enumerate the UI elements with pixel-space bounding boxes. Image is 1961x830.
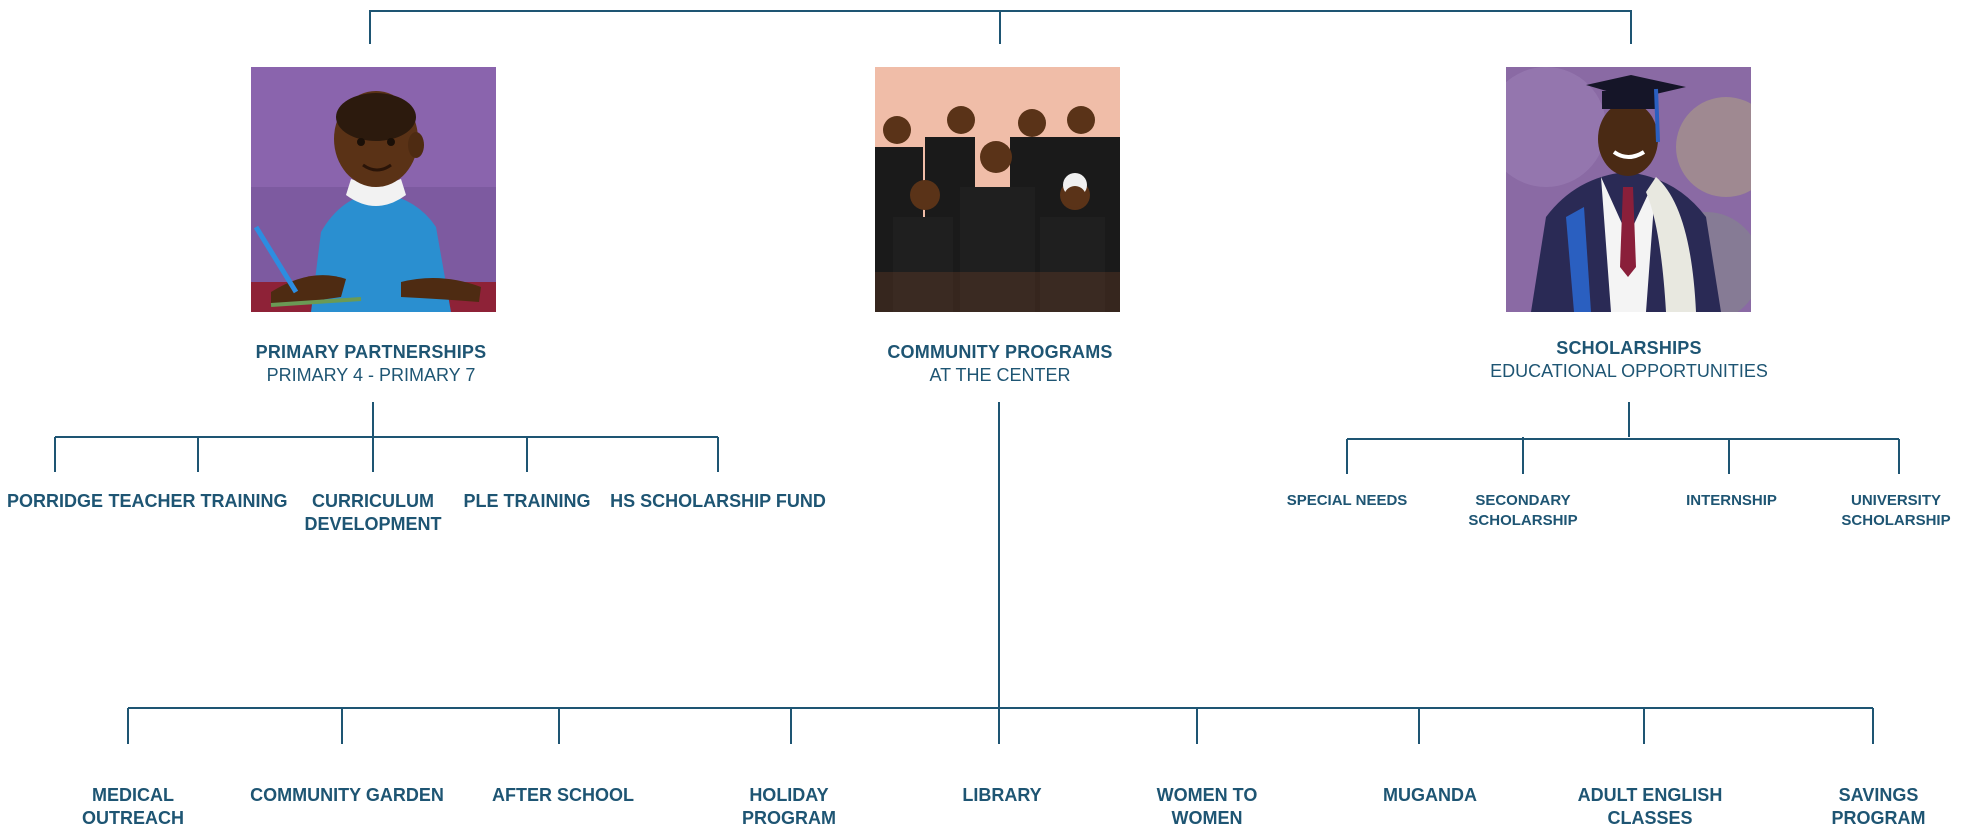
node-community-garden: COMMUNITY GARDEN [250,785,444,805]
primary-partnerships-label: PRIMARY PARTNERSHIPS PRIMARY 4 - PRIMARY… [221,341,521,387]
primary-children-connector [54,402,719,472]
group-photo-icon [875,67,1120,312]
top-connector [369,10,1632,44]
node-teacher-training: TEACHER TRAINING [108,491,288,511]
community-programs-title: COMMUNITY PROGRAMS [887,342,1113,362]
community-programs-subtitle: AT THE CENTER [929,365,1071,385]
node-savings-program: SAVINGS PROGRAM [1831,785,1926,828]
scholarships-subtitle: EDUCATIONAL OPPORTUNITIES [1490,361,1768,381]
graduate-photo-icon [1506,67,1751,312]
node-secondary-scholarship: SECONDARY SCHOLARSHIP [1468,492,1578,529]
node-hs-scholarship-fund: HS SCHOLARSHIP FUND [610,491,826,511]
node-curriculum-development: CURRICULUM DEVELOPMENT [304,491,442,534]
community-programs-photo [875,67,1120,312]
primary-partnerships-title: PRIMARY PARTNERSHIPS [255,342,487,362]
scholarships-children-connector [1346,402,1900,474]
primary-partnerships-photo [251,67,496,312]
node-after-school: AFTER SCHOOL [492,785,634,805]
node-special-needs: SPECIAL NEEDS [1286,492,1408,509]
student-writing-photo-icon [251,67,496,312]
scholarships-label: SCHOLARSHIPS EDUCATIONAL OPPORTUNITIES [1469,337,1789,383]
node-adult-english-classes: ADULT ENGLISH CLASSES [1577,785,1723,828]
scholarships-title: SCHOLARSHIPS [1556,338,1702,358]
node-muganda: MUGANDA [1383,785,1477,805]
primary-partnerships-subtitle: PRIMARY 4 - PRIMARY 7 [266,365,476,385]
node-internship: INTERNSHIP [1686,492,1777,509]
node-library: LIBRARY [962,785,1042,805]
node-porridge: PORRIDGE [6,491,103,511]
community-children-connector [127,402,1874,744]
node-holiday-program: HOLIDAY PROGRAM [742,785,836,828]
community-programs-label: COMMUNITY PROGRAMS AT THE CENTER [850,341,1150,387]
scholarships-photo [1506,67,1751,312]
node-women-to-women: WOMEN TO WOMEN [1156,785,1258,828]
node-ple-training: PLE TRAINING [463,491,591,511]
node-medical-outreach: MEDICAL OUTREACH [82,785,184,828]
node-university-scholarship: UNIVERSITY SCHOLARSHIP [1841,492,1951,529]
